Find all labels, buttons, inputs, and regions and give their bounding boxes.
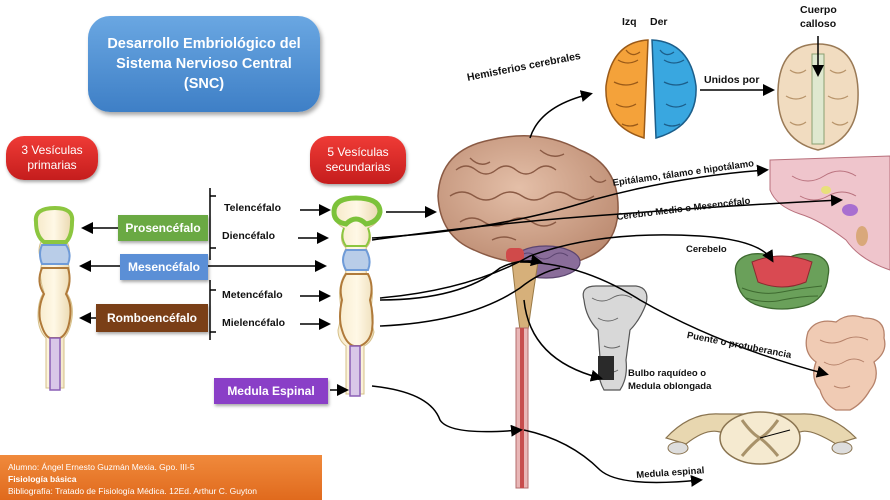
spinal-cord-section-illustration [666,412,856,464]
izq-label: Izq [622,16,637,28]
secondary-vesicles-embryo [334,198,381,396]
footer-line3: Bibliografía: Tratado de Fisiología Médi… [8,485,322,497]
metencefalo-label: Metencéfalo [222,289,283,301]
mesencefalo-tag: Mesencéfalo [120,254,208,280]
mielencefalo-label: Mielencéfalo [222,317,285,329]
telencefalo-label: Telencéfalo [224,202,281,214]
primary-vesicles-embryo [36,208,73,390]
prosencefalo-tag: Prosencéfalo [118,215,208,241]
cerebelo-label: Cerebelo [686,244,727,255]
footer-line2: Fisiología básica [8,473,322,485]
calloso-label: calloso [800,18,836,30]
footer-credits: Alumno: Ángel Ernesto Guzmán Mexia. Gpo.… [0,455,322,500]
cerebellum-illustration [735,254,828,309]
unidos-label: Unidos por [704,74,759,86]
bulbo-label-2: Medula oblongada [628,381,711,392]
pons-illustration [806,316,885,410]
der-label: Der [650,16,668,28]
bulbo-label-1: Bulbo raquídeo o [628,368,706,379]
footer-line1: Alumno: Ángel Ernesto Guzmán Mexia. Gpo.… [8,461,322,473]
romboencefalo-tag: Romboencéfalo [96,304,208,332]
corpus-callosum-illustration [778,36,858,150]
hemispheres-illustration [606,40,696,138]
diencefalo-label: Diencéfalo [222,230,275,242]
sagittal-section-illustration [770,156,890,270]
medula-espinal-tag: Medula Espinal [214,378,328,404]
cuerpo-label: Cuerpo [800,4,837,16]
